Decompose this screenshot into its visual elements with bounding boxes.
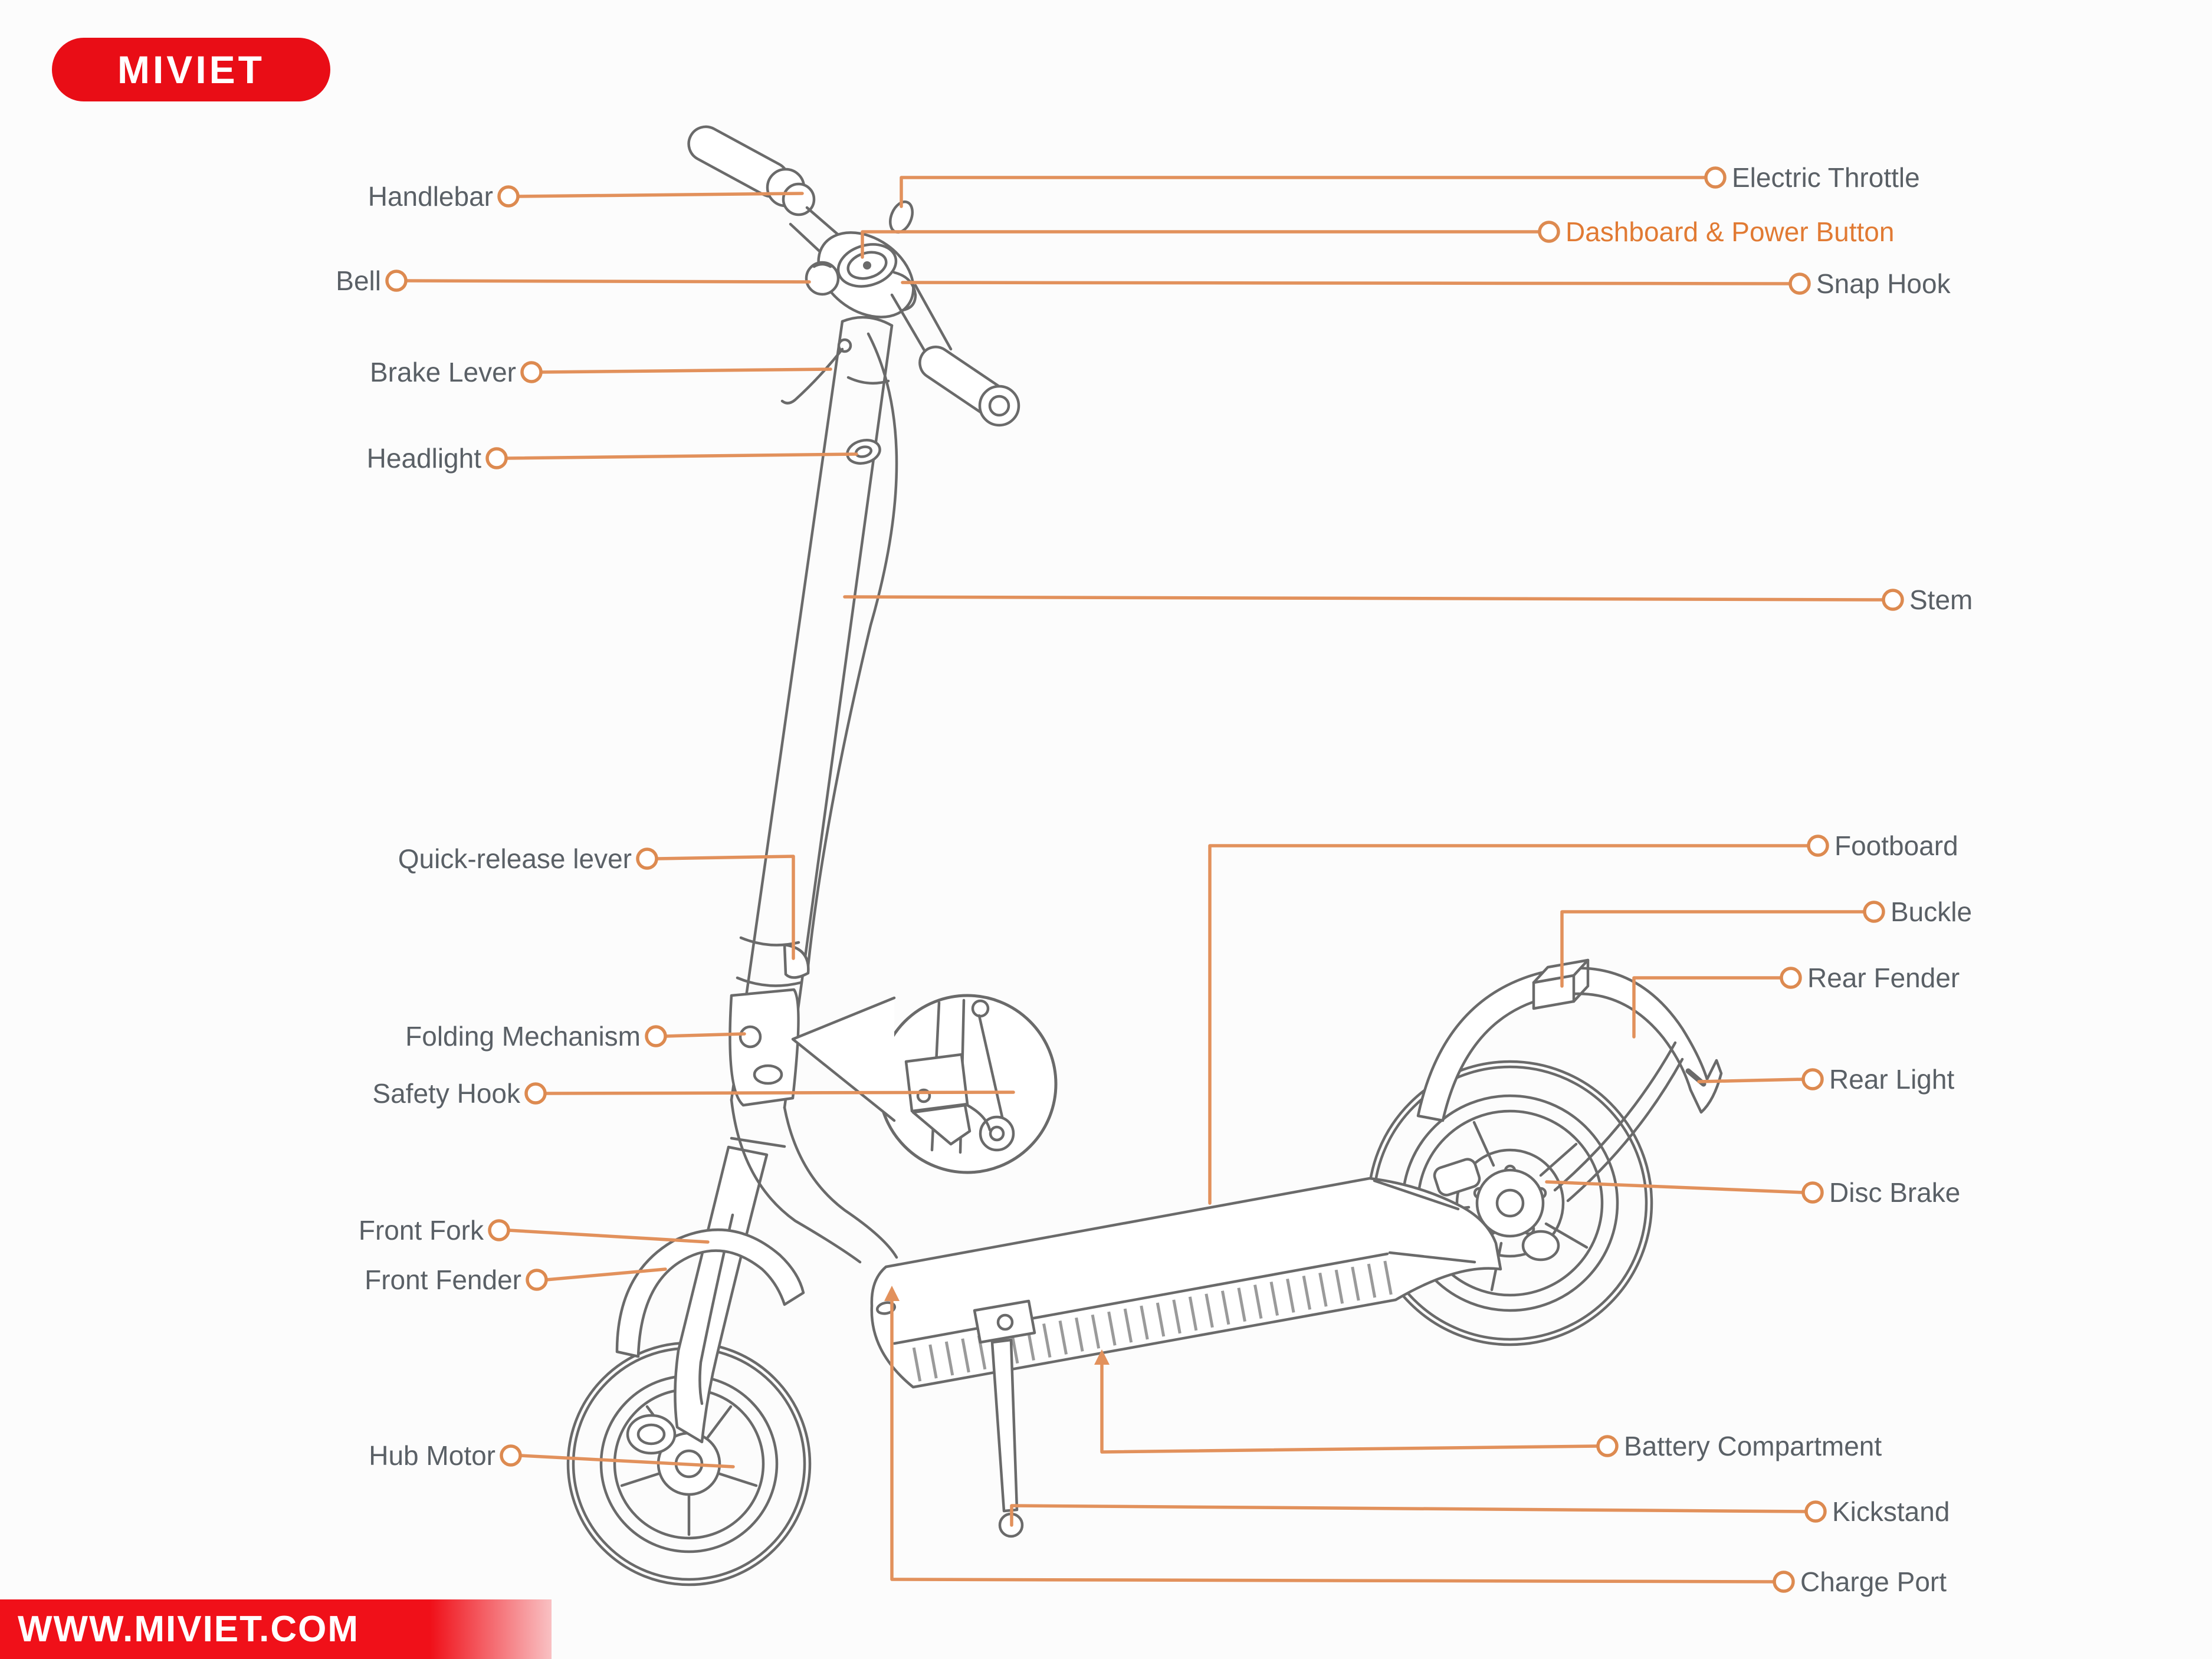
arrow-charge-port (884, 1286, 900, 1301)
dot-folding-mechanism (645, 1025, 667, 1047)
stem (730, 316, 898, 1109)
front-fender (615, 1228, 805, 1358)
leader-dots (385, 166, 1904, 1593)
dot-rear-fender (1780, 967, 1802, 989)
dot-headlight (485, 447, 508, 469)
dot-buckle (1863, 901, 1885, 923)
website-url-text: WWW.MIVIET.COM (18, 1609, 360, 1650)
leader-dashboard (861, 230, 1541, 259)
power-button (863, 261, 871, 270)
dot-disc-brake (1801, 1181, 1824, 1204)
brake-caliper (1433, 1158, 1481, 1197)
bell (805, 261, 840, 296)
label-front-fork: Front Fork (358, 1215, 484, 1246)
dot-charge-port (1773, 1571, 1795, 1593)
leader-snap-hook (901, 281, 1792, 285)
label-bell: Bell (336, 265, 381, 296)
dot-handlebar (497, 185, 520, 208)
dot-front-fender (526, 1269, 548, 1291)
label-electric-throttle: Electric Throttle (1732, 162, 1920, 193)
dot-footboard (1807, 835, 1829, 857)
dot-front-fork (488, 1219, 510, 1241)
leader-footboard (1208, 844, 1810, 1205)
leader-handlebar (516, 192, 804, 198)
label-dashboard-power: Dashboard & Power Button (1566, 216, 1895, 247)
label-brake-lever: Brake Lever (369, 357, 516, 387)
brand-logo: MIVIET (52, 38, 330, 101)
dot-bell (385, 270, 408, 292)
label-disc-brake: Disc Brake (1829, 1177, 1961, 1208)
rear-fender (1416, 958, 1723, 1203)
dot-kickstand (1804, 1500, 1827, 1523)
leader-front-fender (544, 1267, 667, 1282)
leader-charge-port (890, 1296, 1776, 1584)
dot-brake-lever (520, 361, 543, 383)
leader-headlight (504, 452, 858, 460)
kickstand (973, 1299, 1036, 1538)
leader-arrowheads (884, 1286, 1110, 1365)
front-fork (674, 1136, 786, 1444)
rear-wheel (1367, 1060, 1653, 1346)
label-quick-release: Quick-release lever (398, 843, 632, 874)
dot-quick-release (636, 847, 658, 870)
quick-release-lever (783, 943, 810, 979)
leader-rear-fender (1632, 976, 1783, 1039)
arrow-battery (1094, 1349, 1110, 1365)
label-kickstand: Kickstand (1832, 1496, 1950, 1527)
label-hub-motor: Hub Motor (369, 1440, 495, 1471)
dot-battery (1596, 1435, 1619, 1457)
scooter-illustration (566, 125, 1723, 1586)
magnifier-inset (791, 994, 1058, 1174)
leader-electric-throttle (900, 176, 1708, 208)
label-snap-hook: Snap Hook (1816, 268, 1951, 299)
label-folding-mechanism: Folding Mechanism (405, 1021, 641, 1052)
leader-rear-light (1697, 1077, 1805, 1083)
dot-electric-throttle (1704, 166, 1727, 189)
label-charge-port: Charge Port (1800, 1566, 1947, 1597)
dot-hub-motor (500, 1444, 522, 1467)
dot-safety-hook (524, 1082, 547, 1105)
leader-battery (1100, 1359, 1600, 1454)
leader-stem (843, 595, 1885, 602)
label-footboard: Footboard (1834, 830, 1958, 861)
dot-rear-light (1801, 1068, 1824, 1090)
label-headlight: Headlight (366, 443, 481, 474)
leader-kickstand (1010, 1504, 1808, 1527)
website-bar: WWW.MIVIET.COM (0, 1599, 552, 1659)
label-safety-hook: Safety Hook (372, 1078, 520, 1109)
frame-neck (730, 1098, 898, 1264)
label-stem: Stem (1909, 584, 1973, 615)
label-rear-light: Rear Light (1829, 1064, 1955, 1095)
charge-port (875, 1301, 897, 1315)
leader-hub-motor (518, 1454, 735, 1469)
folding-mechanism (728, 936, 810, 1107)
leader-folding-mechanism (664, 1032, 746, 1038)
leader-front-fork (507, 1228, 710, 1244)
label-handlebar: Handlebar (367, 181, 493, 212)
dot-stem (1882, 589, 1904, 611)
leader-safety-hook (543, 1090, 1015, 1095)
leader-lines (404, 176, 1885, 1584)
brake-cable (806, 332, 898, 968)
dot-snap-hook (1788, 272, 1811, 295)
label-front-fender: Front Fender (365, 1264, 521, 1295)
leader-brake-lever (539, 367, 832, 374)
handlebar (687, 125, 1020, 465)
label-battery-compartment: Battery Compartment (1624, 1431, 1882, 1461)
leader-bell (404, 279, 811, 284)
leader-buckle (1560, 910, 1866, 988)
brand-logo-text: MIVIET (117, 48, 265, 91)
deck (870, 1177, 1502, 1389)
label-buckle: Buckle (1891, 896, 1973, 927)
leader-quick-release (655, 855, 795, 960)
label-rear-fender: Rear Fender (1807, 962, 1960, 993)
brake-lever (780, 347, 844, 405)
snap-hook (892, 271, 917, 312)
leader-disc-brake (1545, 1180, 1805, 1194)
dot-dashboard (1538, 221, 1560, 243)
